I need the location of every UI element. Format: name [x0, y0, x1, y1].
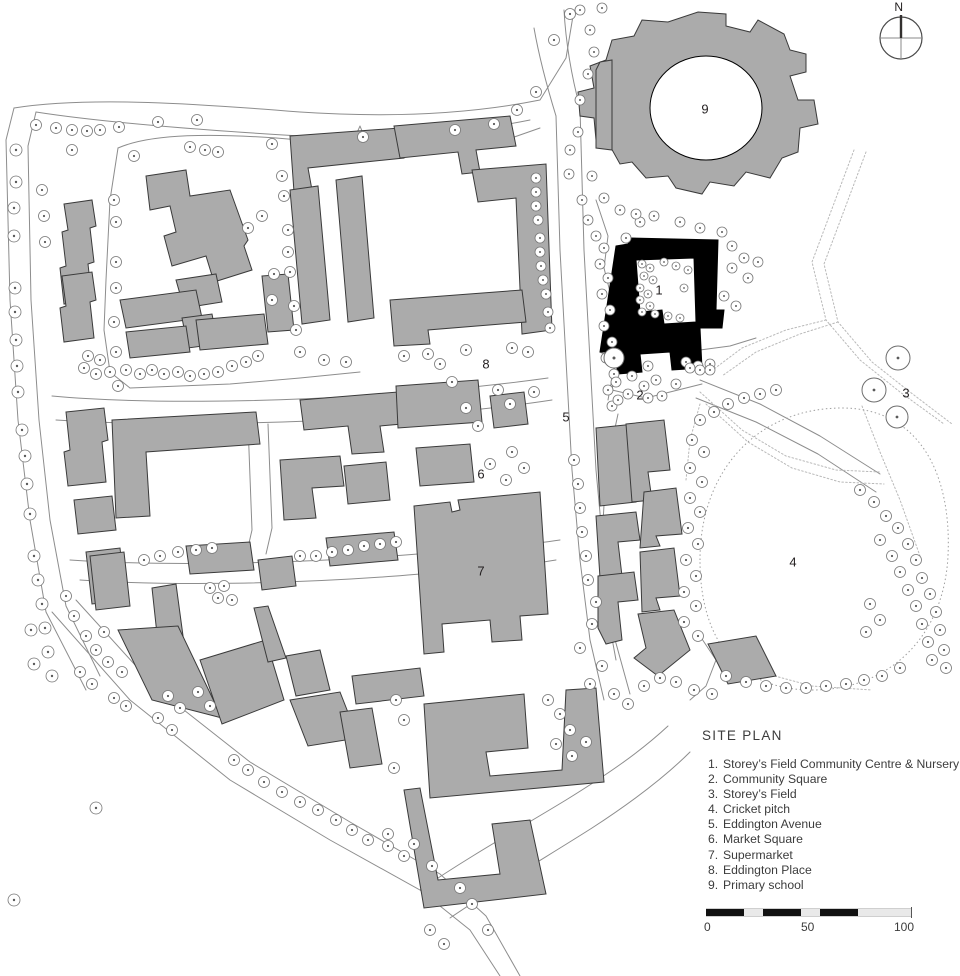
- scale-bar-end-tick: [911, 907, 912, 918]
- buildings-south: [339, 667, 605, 909]
- legend-item-7-number: 7.: [708, 847, 719, 862]
- legend-item-4: 4. Cricket pitch: [708, 802, 958, 817]
- map-label-1: 1: [655, 282, 662, 297]
- legend-title: SITE PLAN: [702, 728, 783, 743]
- legend-item-4-label: Cricket pitch: [723, 802, 791, 817]
- legend-item-6: 6. Market Square: [708, 832, 958, 847]
- legend-item-7: 7. Supermarket: [708, 848, 958, 863]
- footpath-network: [685, 149, 953, 691]
- north-label: N: [894, 0, 904, 14]
- north-arrow-icon: [879, 15, 923, 60]
- legend-item-5-label: Eddington Avenue: [723, 817, 822, 832]
- buildings-west: [63, 379, 529, 535]
- supermarket-block: [413, 491, 549, 655]
- scale-bar-labels: 0 50 100: [704, 920, 916, 936]
- scale-bar-track: [706, 907, 912, 918]
- scale-bar-segment-2: [763, 909, 801, 916]
- legend-item-3: 3. Storey’s Field: [708, 787, 958, 802]
- tree-canopies: [7, 2, 952, 950]
- legend-item-2-label: Community Square: [723, 772, 828, 787]
- legend-item-6-label: Market Square: [723, 832, 803, 847]
- legend-item-9-number: 9.: [708, 877, 719, 892]
- map-label-5: 5: [562, 409, 569, 424]
- legend-list: 1. Storey’s Field Community Centre & Nurs…: [702, 757, 960, 893]
- legend-item-4-number: 4.: [708, 802, 719, 817]
- legend-item-8-label: Eddington Place: [723, 862, 812, 877]
- map-label-3: 3: [902, 385, 909, 400]
- buildings-northwest: [59, 115, 553, 359]
- legend-item-9-label: Primary school: [723, 877, 804, 892]
- legend-item-2-number: 2.: [708, 772, 719, 787]
- map-label-9: 9: [701, 101, 708, 116]
- scale-bar: 0 50 100: [704, 907, 916, 936]
- scale-bar-segment-3: [820, 909, 858, 916]
- map-label-6: 6: [477, 466, 484, 481]
- scale-label-end: 100: [894, 920, 915, 934]
- legend-item-1: 1. Storey’s Field Community Centre & Nurs…: [708, 757, 960, 772]
- map-label-8: 8: [482, 356, 489, 371]
- legend-item-2: 2. Community Square: [708, 772, 958, 787]
- map-label-7: 7: [477, 563, 484, 578]
- legend-item-1-number: 1.: [708, 757, 719, 771]
- legend-item-8: 8. Eddington Place: [708, 863, 958, 878]
- buildings-east-terrace: [595, 419, 777, 685]
- scale-bar-segment-1: [706, 909, 744, 916]
- legend-item-5-number: 5.: [708, 817, 719, 832]
- map-label-4: 4: [789, 554, 796, 569]
- legend-item-8-number: 8.: [708, 862, 719, 877]
- legend-item-5: 5. Eddington Avenue: [708, 817, 958, 832]
- primary-school-building: [577, 11, 819, 195]
- scale-label-middle: 50: [801, 920, 815, 934]
- legend-item-3-number: 3.: [708, 787, 719, 802]
- scale-label-start: 0: [704, 920, 711, 934]
- legend-item-7-label: Supermarket: [723, 847, 793, 862]
- legend-item-9: 9. Primary school: [708, 878, 958, 893]
- map-label-2: 2: [636, 387, 643, 402]
- legend-item-6-number: 6.: [708, 832, 719, 847]
- legend-item-1-label: Storey’s Field Community Centre & Nurser…: [723, 757, 960, 771]
- legend-panel: SITE PLAN 1. Storey’s Field Community Cen…: [702, 728, 960, 893]
- legend-item-3-label: Storey’s Field: [723, 787, 797, 802]
- map-number-labels: 1 2 3 4 5 6 7 8 9: [477, 101, 909, 578]
